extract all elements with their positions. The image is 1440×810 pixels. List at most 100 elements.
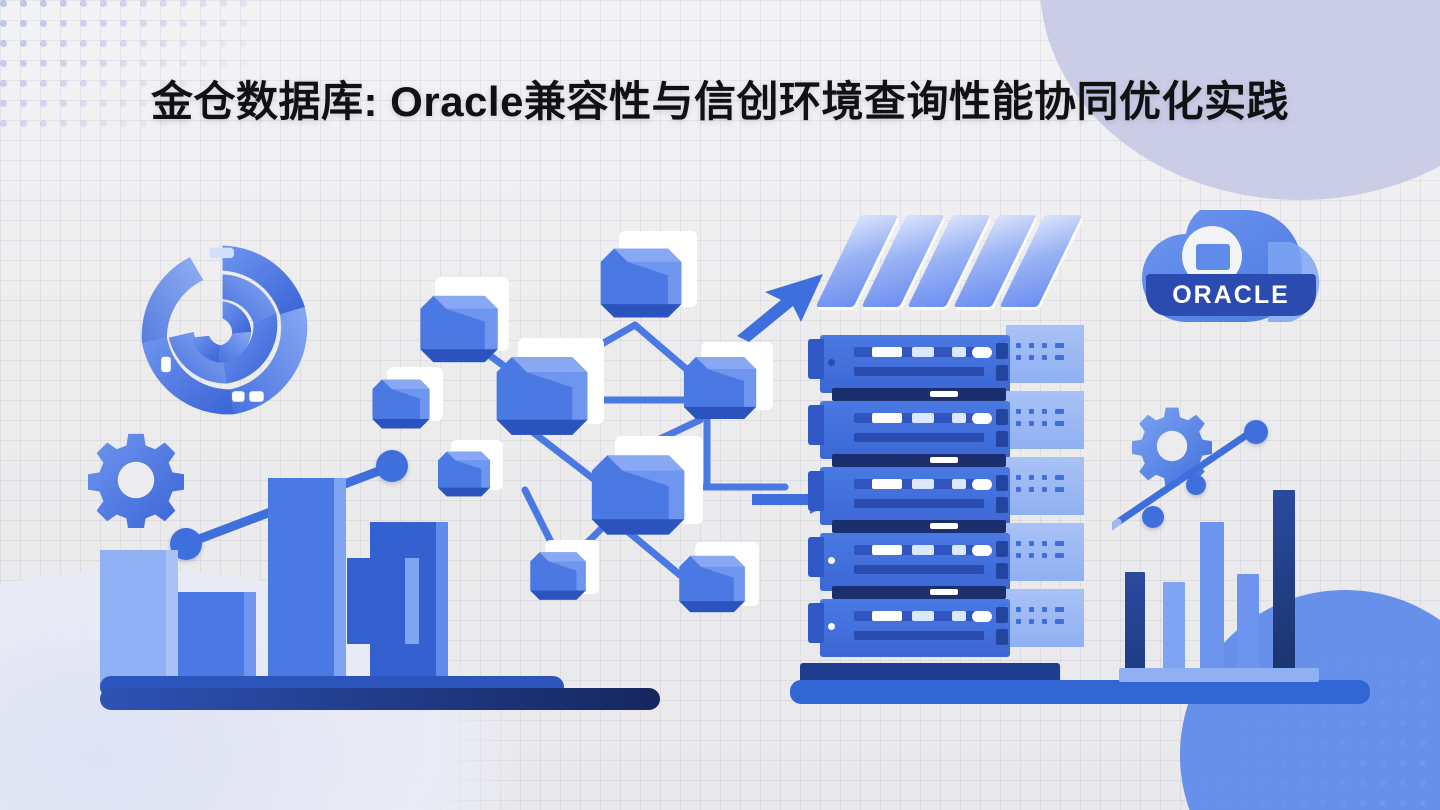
server-led	[952, 413, 966, 423]
decor-dot	[1200, 800, 1206, 806]
decor-dot	[1240, 720, 1246, 726]
decor-dot	[1420, 740, 1426, 746]
decor-dot	[160, 20, 167, 27]
server-led	[872, 545, 902, 555]
server-status-light	[972, 611, 992, 622]
decor-dot	[1320, 780, 1326, 786]
decor-dot	[1320, 760, 1326, 766]
bar	[1273, 490, 1295, 670]
decor-dot	[1380, 660, 1386, 666]
decor-dot	[1380, 780, 1386, 786]
decor-dot	[180, 60, 187, 67]
decor-dot	[140, 60, 147, 67]
right-chart-baseline	[1119, 668, 1319, 682]
decor-dot	[1400, 720, 1406, 726]
server-unit	[808, 467, 1010, 525]
server-button	[996, 409, 1008, 425]
decor-dot	[40, 60, 47, 67]
decor-dot	[1340, 800, 1346, 806]
network-node-cube	[677, 342, 773, 431]
decor-dot	[1400, 680, 1406, 686]
server-rack-stack	[808, 325, 1084, 665]
decor-dot	[1380, 800, 1386, 806]
decor-dot	[20, 40, 27, 47]
line-data-point	[376, 450, 408, 482]
arrow-up-right-icon	[735, 272, 825, 344]
decor-dot	[220, 60, 227, 67]
decor-dot	[1280, 740, 1286, 746]
decor-dot	[1300, 800, 1306, 806]
decor-dot	[60, 40, 67, 47]
decor-dot	[40, 20, 47, 27]
right-bar-chart	[1119, 470, 1345, 682]
bar	[178, 592, 256, 690]
server-button	[996, 541, 1008, 557]
decor-dot	[1420, 720, 1426, 726]
left-bar-chart	[100, 430, 450, 690]
page-title: 金仓数据库: Oracle兼容性与信创环境查询性能协同优化实践	[151, 78, 1289, 125]
server-led	[872, 413, 902, 423]
decor-dot	[0, 40, 7, 47]
server-led	[912, 611, 934, 621]
server-led	[872, 611, 902, 621]
decor-dot	[140, 0, 147, 7]
gear-icon	[88, 432, 184, 530]
server-button	[996, 563, 1008, 579]
server-bezel-row	[854, 367, 984, 376]
decor-dot	[100, 20, 107, 27]
server-unit	[808, 533, 1010, 591]
decor-dot	[1300, 760, 1306, 766]
decor-dot	[1320, 740, 1326, 746]
decor-dot	[1400, 800, 1406, 806]
bar	[1163, 582, 1185, 670]
decor-dot	[180, 0, 187, 7]
data-flow-chevrons	[815, 215, 1083, 310]
server-button	[996, 629, 1008, 645]
decor-dot	[1380, 720, 1386, 726]
decor-dot	[160, 0, 167, 7]
network-node-cube	[413, 277, 509, 375]
server-side-tab	[808, 603, 824, 643]
decor-dot	[1240, 780, 1246, 786]
decor-dot	[240, 40, 247, 47]
server-power-indicator	[828, 623, 835, 630]
gear-icon	[1132, 406, 1212, 488]
decor-dot	[0, 20, 7, 27]
decor-dot	[1180, 780, 1186, 786]
decor-dot	[120, 0, 127, 7]
decor-dot	[200, 20, 207, 27]
decor-dot	[240, 20, 247, 27]
decor-dot	[60, 60, 67, 67]
server-bezel-row	[854, 433, 984, 442]
decor-dot	[220, 20, 227, 27]
server-led	[930, 457, 958, 463]
decor-dot	[1340, 780, 1346, 786]
decor-dot	[1300, 740, 1306, 746]
decor-dot	[1400, 780, 1406, 786]
decor-dot	[160, 60, 167, 67]
bar	[1237, 574, 1259, 670]
decor-dot	[1380, 740, 1386, 746]
server-led	[912, 545, 934, 555]
server-side-tab	[808, 471, 824, 511]
decor-dot	[1240, 760, 1246, 766]
decor-dot	[1200, 760, 1206, 766]
server-unit-spacer	[832, 454, 1006, 467]
decor-dot	[1280, 800, 1286, 806]
network-node-cube	[488, 338, 604, 450]
server-bezel-row	[854, 565, 984, 574]
decor-dot	[1280, 760, 1286, 766]
server-status-light	[972, 479, 992, 490]
oracle-wordmark: ORACLE	[1172, 280, 1290, 309]
decor-dot	[1200, 740, 1206, 746]
server-unit	[808, 401, 1010, 459]
right-trend-line	[1098, 410, 1302, 538]
server-button	[996, 607, 1008, 623]
decor-dot	[160, 40, 167, 47]
server-led	[872, 347, 902, 357]
decor-dot	[20, 20, 27, 27]
server-led	[872, 479, 902, 489]
right-platform-shadow	[790, 680, 1370, 704]
bar	[1200, 522, 1224, 670]
decor-dot	[1420, 680, 1426, 686]
